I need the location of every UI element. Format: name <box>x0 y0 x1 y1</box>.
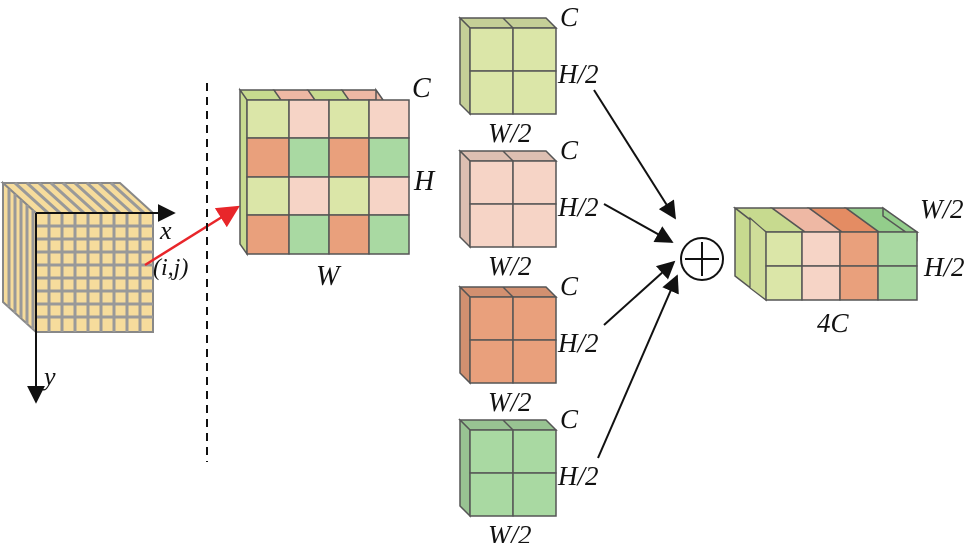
sub-map-side <box>459 149 471 249</box>
feature-width-label: W <box>316 261 342 292</box>
sub-map-height-label: H/2 <box>557 328 599 358</box>
sample-arrow <box>144 205 240 267</box>
feature-map <box>238 87 410 257</box>
sub-map-cell <box>469 203 514 248</box>
arrow-submap-2 <box>603 203 674 243</box>
sub-map-cell <box>512 70 557 115</box>
output-cube <box>732 206 920 302</box>
sub-map-width-label: W/2 <box>488 118 532 148</box>
sub-map-cell <box>469 160 514 205</box>
input-cube-front <box>35 212 154 333</box>
sub-map-2: C H/2W/2 <box>458 135 599 281</box>
input-cube-top-stripes <box>13 181 146 215</box>
point-label: (i,j) <box>153 255 188 281</box>
y-axis-label: y <box>41 362 56 391</box>
output-channel-label: 4C <box>817 308 850 338</box>
sub-map-cell <box>512 27 557 72</box>
sub-map-cell <box>512 203 557 248</box>
sub-map-cell <box>512 160 557 205</box>
sub-map-1: C H/2W/2 <box>458 2 599 148</box>
sub-map-side <box>459 418 471 518</box>
sub-map-cell <box>512 429 557 474</box>
sub-map-cell <box>469 70 514 115</box>
output-width-label: W/2 <box>920 194 964 224</box>
sub-map-height-label: H/2 <box>557 461 599 491</box>
sub-map-height-label: H/2 <box>557 59 599 89</box>
sub-map-cell <box>469 429 514 474</box>
sub-map-width-label: W/2 <box>488 520 532 543</box>
sub-map-4: C H/2W/2 <box>458 404 599 548</box>
sub-map-cell <box>469 27 514 72</box>
arrow-submap-1 <box>593 89 676 220</box>
input-cube <box>0 180 156 335</box>
sub-map-width-label: W/2 <box>488 251 532 281</box>
feature-channel-label: C <box>412 73 431 104</box>
sub-map-side <box>459 285 471 385</box>
sub-map-3: C H/2W/2 <box>458 271 599 417</box>
sub-map-cell <box>512 296 557 341</box>
arrow-submap-4 <box>597 274 679 459</box>
sub-map-cell <box>512 472 557 517</box>
output-height-label: H/2 <box>923 252 965 282</box>
sub-map-width-label: W/2 <box>488 387 532 417</box>
sub-map-cell <box>469 296 514 341</box>
input-cube-side-stripes <box>7 189 35 329</box>
sub-map-cell <box>512 339 557 384</box>
input-cube-front-grid <box>36 213 153 332</box>
sub-map-cell <box>469 472 514 517</box>
sub-map-height-label: H/2 <box>557 192 599 222</box>
sub-map-channel-label: C <box>560 404 579 434</box>
sub-map-channel-label: C <box>560 271 579 301</box>
sub-map-cell <box>469 339 514 384</box>
x-axis-label: x <box>159 216 172 245</box>
sub-maps: CH/2W/2CH/2W/2CH/2W/2CH/2W/2 <box>458 2 599 548</box>
feature-height-label: H <box>413 166 436 197</box>
sub-map-channel-label: C <box>560 2 579 32</box>
sub-map-side <box>459 16 471 116</box>
arrow-submap-3 <box>603 260 676 326</box>
sub-map-channel-label: C <box>560 135 579 165</box>
